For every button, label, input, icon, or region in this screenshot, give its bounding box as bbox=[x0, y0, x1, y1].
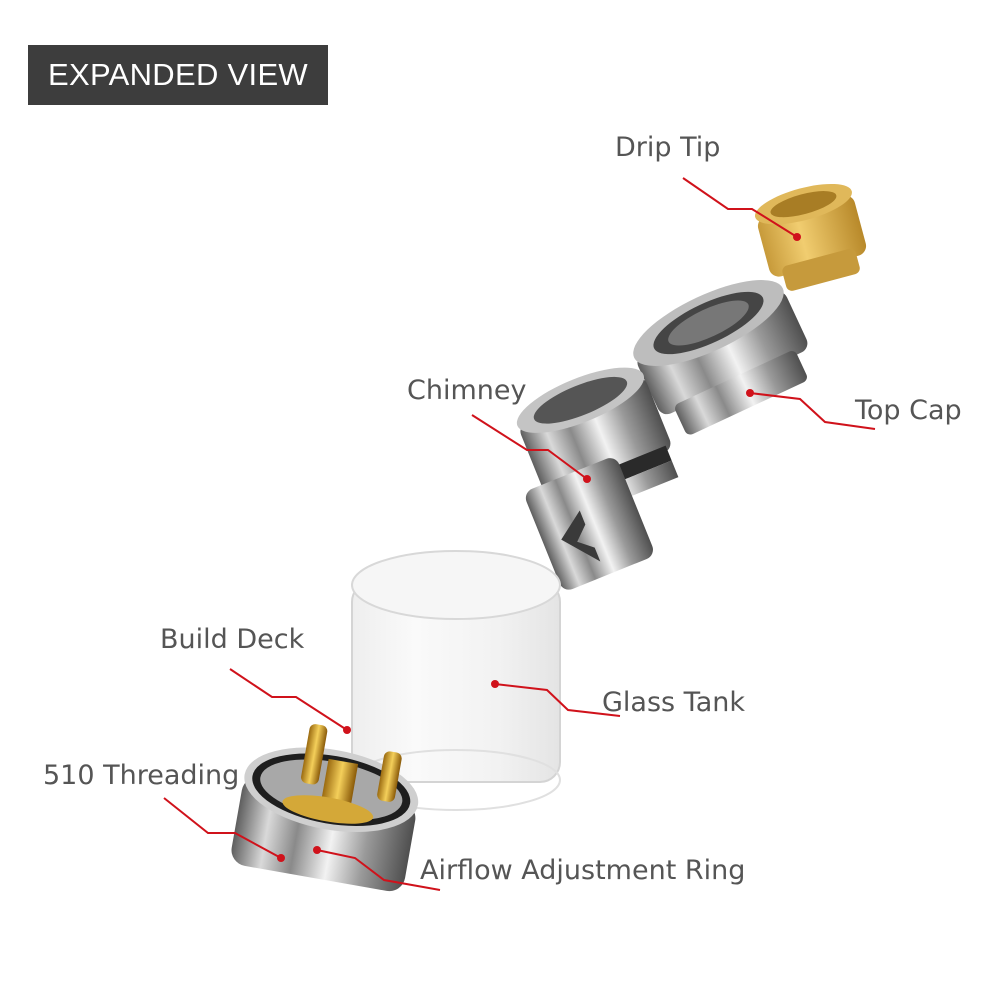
threading-510-leader bbox=[163, 797, 282, 859]
chimney-leader bbox=[471, 414, 588, 480]
label-glass-tank: Glass Tank bbox=[602, 687, 746, 718]
label-build-deck: Build Deck bbox=[160, 624, 305, 655]
chimney-part bbox=[516, 367, 679, 590]
label-top-cap: Top Cap bbox=[855, 395, 962, 426]
label-510-threading: 510 Threading bbox=[43, 760, 240, 791]
top-cap-part bbox=[633, 280, 808, 435]
glass-tank-part bbox=[351, 550, 561, 811]
drip-tip-part bbox=[754, 183, 867, 291]
build-deck-part bbox=[231, 724, 419, 892]
top-cap-leader bbox=[749, 392, 876, 430]
leader-lines bbox=[163, 177, 876, 891]
label-airflow-ring: Airflow Adjustment Ring bbox=[420, 855, 746, 886]
glass-tank-leader bbox=[494, 683, 621, 717]
label-drip-tip: Drip Tip bbox=[615, 132, 721, 163]
build-deck-leader bbox=[229, 668, 348, 731]
leader-dots bbox=[277, 233, 801, 862]
airflow-ring-leader bbox=[316, 849, 441, 891]
drip-tip-leader bbox=[682, 177, 798, 238]
expanded-view-banner: EXPANDED VIEW bbox=[28, 45, 328, 105]
page-title: EXPANDED VIEW bbox=[48, 57, 308, 92]
label-chimney: Chimney bbox=[407, 375, 527, 406]
